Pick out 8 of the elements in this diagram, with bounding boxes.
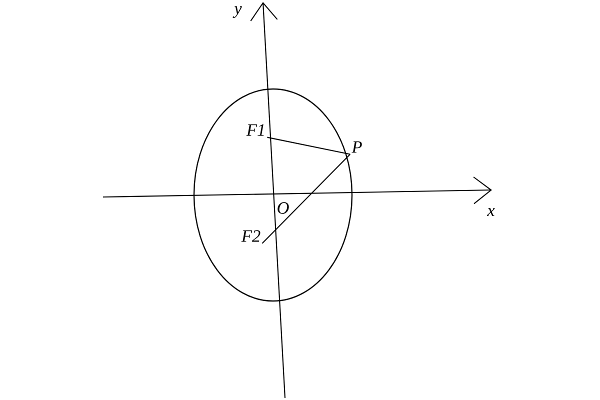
point-label: F2 (241, 230, 260, 242)
axis-label: O (278, 202, 289, 214)
axis-label: y (232, 6, 242, 18)
axis-label: x (486, 208, 495, 216)
line-segment (267, 136, 350, 155)
point-label: P (352, 141, 362, 153)
line-segment (262, 154, 350, 244)
point-label: F1 (246, 124, 264, 136)
